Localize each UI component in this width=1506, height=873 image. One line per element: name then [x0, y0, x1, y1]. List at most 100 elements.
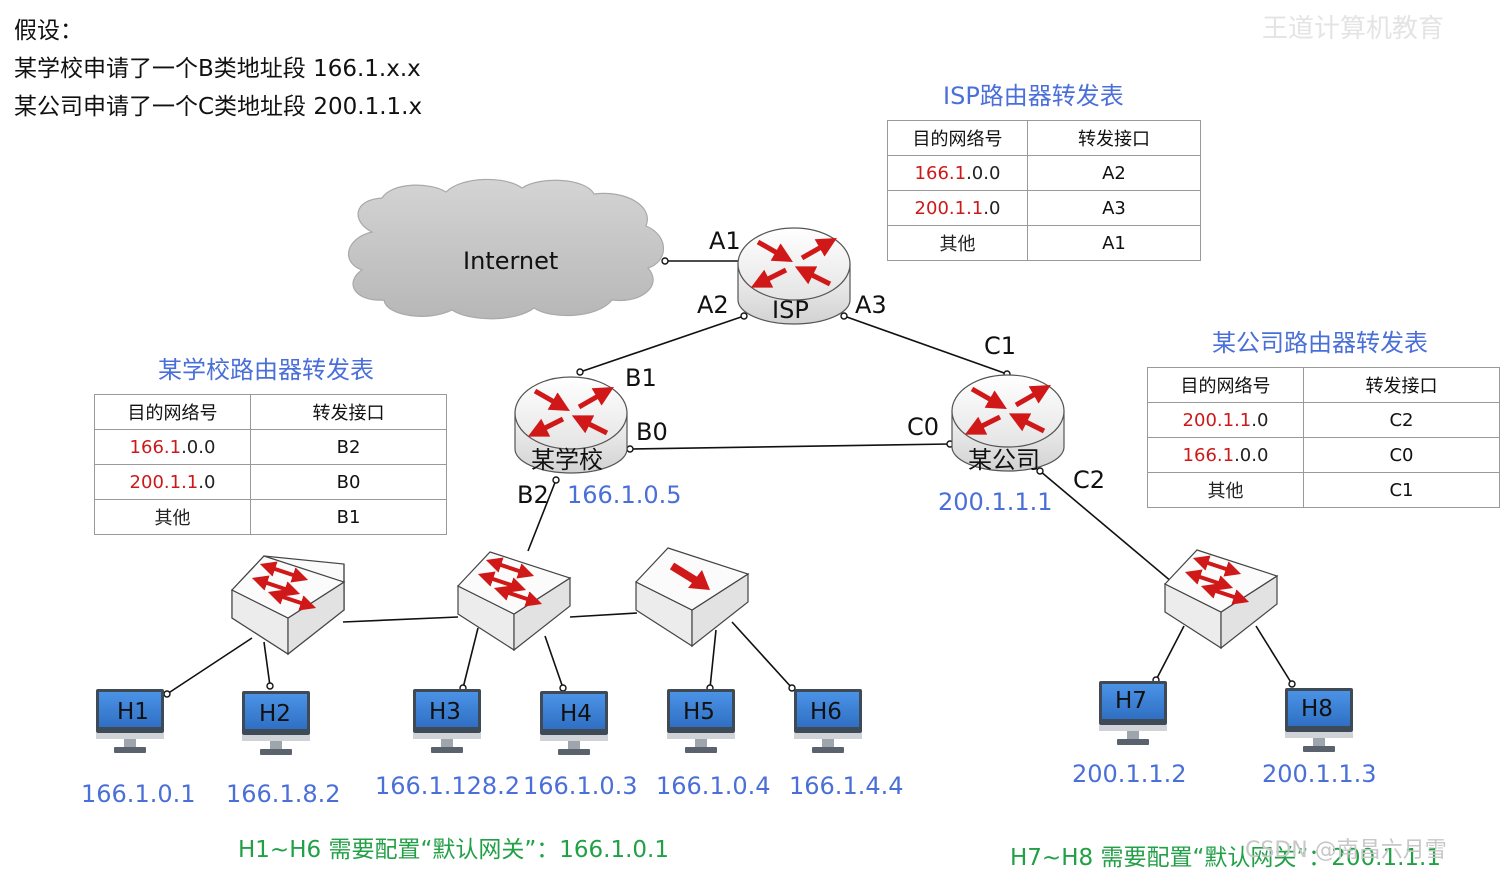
router-isp: [737, 227, 851, 325]
computer-monitor-icon: [413, 689, 481, 753]
table-row: 200.1.1.0 A3: [887, 190, 1201, 226]
school-forwarding-table: 目的网络号 转发接口 166.1.0.0 B2 200.1.1.0 B0 其他 …: [94, 394, 447, 535]
dest-prefix: 166.1: [129, 436, 182, 458]
table-cell-iface: A1: [1027, 225, 1201, 261]
table-cell-dest: 166.1.0.0: [887, 155, 1028, 191]
big-arrow-icon: [669, 562, 710, 590]
host-h4-name: H4: [560, 701, 592, 727]
port-dot: [1036, 467, 1044, 475]
host-h2-name: H2: [259, 701, 291, 727]
table-header-row: 目的网络号 转发接口: [1147, 367, 1500, 403]
host-h5-name: H5: [683, 699, 715, 725]
link-sw2-h3: [462, 627, 479, 689]
table-header-row: 目的网络号 转发接口: [887, 120, 1201, 156]
table-row: 其他 A1: [887, 225, 1201, 261]
port-dot: [626, 445, 634, 453]
table-cell-dest: 200.1.1.0: [1147, 402, 1304, 438]
table-row: 其他 B1: [94, 499, 447, 535]
table-cell-iface: B2: [250, 429, 447, 465]
computer-monitor-icon: [1099, 681, 1167, 745]
link-sw4-h8: [1255, 625, 1293, 685]
links: [166, 260, 1293, 695]
host-h6-ip: 166.1.4.4: [789, 772, 904, 800]
port-dot: [788, 684, 796, 692]
port-dot: [266, 682, 274, 690]
router-school: [514, 376, 628, 474]
isp-forwarding-table: 目的网络号 转发接口 166.1.0.0 A2 200.1.1.0 A3 其他 …: [887, 120, 1201, 261]
link-sw3-h5: [709, 629, 717, 689]
table-cell-iface: A2: [1027, 155, 1201, 191]
port-dot: [840, 312, 848, 320]
isp-router-label: ISP: [772, 296, 809, 324]
company-gateway-note: H7~H8 需要配置“默认网关”：200.1.1.1: [1010, 845, 1442, 871]
host-h1-ip: 166.1.0.1: [81, 780, 196, 808]
dest-suffix: 其他: [1207, 481, 1244, 502]
port-b0: B0: [636, 418, 668, 446]
link-isp-company: [843, 315, 1008, 375]
port-dot: [740, 312, 748, 320]
link-school-company: [629, 443, 951, 450]
router-company: [951, 374, 1065, 472]
table-row: 其他 C1: [1147, 472, 1500, 508]
hosts: [96, 681, 1353, 755]
port-dot: [552, 476, 560, 484]
table-row: 200.1.1.0 C2: [1147, 402, 1500, 438]
port-c1: C1: [984, 332, 1017, 360]
table-cell-iface: C1: [1303, 472, 1500, 508]
table-header-dest: 目的网络号: [94, 394, 251, 430]
table-row: 166.1.0.0 A2: [887, 155, 1201, 191]
isp-table-title: ISP路由器转发表: [943, 82, 1124, 110]
dest-prefix: 200.1.1: [914, 197, 984, 219]
link-sw3-h6: [731, 621, 793, 689]
switch-3: [635, 547, 750, 648]
internet-cloud: [347, 178, 664, 320]
port-b1: B1: [625, 364, 657, 392]
host-h5-ip: 166.1.0.4: [656, 772, 771, 800]
table-header-row: 目的网络号 转发接口: [94, 394, 447, 430]
watermark-bottom: CSDN @南昌六月雪: [1245, 838, 1447, 863]
link-switch1-switch2: [342, 616, 459, 623]
internet-label: Internet: [463, 247, 559, 275]
host-h6-name: H6: [810, 699, 842, 725]
port-b2: B2: [517, 481, 549, 509]
company-router-ip: 200.1.1.1: [938, 488, 1053, 516]
table-header-iface: 转发接口: [1027, 120, 1201, 156]
computer-monitor-icon: [96, 689, 164, 753]
host-h3-name: H3: [429, 699, 461, 725]
school-gateway-note: H1~H6 需要配置“默认网关”：166.1.0.1: [238, 837, 670, 863]
host-h7-ip: 200.1.1.2: [1072, 760, 1187, 788]
port-c2: C2: [1073, 466, 1106, 494]
dest-suffix: .0.0: [966, 162, 1001, 184]
table-cell-dest: 其他: [887, 225, 1028, 261]
dest-suffix: .0: [198, 471, 216, 493]
dest-prefix: 200.1.1: [129, 471, 199, 493]
port-a1: A1: [709, 227, 741, 255]
dest-suffix: 其他: [154, 508, 191, 529]
link-sw2-h4: [544, 635, 564, 689]
table-cell-dest: 166.1.0.0: [94, 429, 251, 465]
table-cell-iface: C2: [1303, 402, 1500, 438]
host-h8-ip: 200.1.1.3: [1262, 760, 1377, 788]
port-dot: [661, 257, 669, 265]
port-a2: A2: [697, 291, 729, 319]
table-cell-dest: 其他: [94, 499, 251, 535]
computer-monitor-icon: [794, 689, 862, 753]
table-cell-iface: C0: [1303, 437, 1500, 473]
dest-suffix: .0: [983, 197, 1001, 219]
dest-prefix: 166.1: [914, 162, 967, 184]
port-dot: [163, 690, 171, 698]
host-h8-name: H8: [1301, 696, 1333, 722]
table-cell-dest: 166.1.0.0: [1147, 437, 1304, 473]
port-c0: C0: [907, 413, 940, 441]
computer-monitor-icon: [540, 691, 608, 755]
intro-line-3: 某公司申请了一个C类地址段 200.1.1.x: [14, 94, 423, 120]
port-dot: [559, 684, 567, 692]
school-table-title: 某学校路由器转发表: [158, 356, 374, 384]
table-header-iface: 转发接口: [250, 394, 447, 430]
table-cell-dest: 其他: [1147, 472, 1304, 508]
link-switch2-switch3: [569, 612, 638, 618]
school-router-label: 某学校: [531, 446, 603, 474]
company-table-title: 某公司路由器转发表: [1212, 329, 1428, 357]
table-header-dest: 目的网络号: [1147, 367, 1304, 403]
